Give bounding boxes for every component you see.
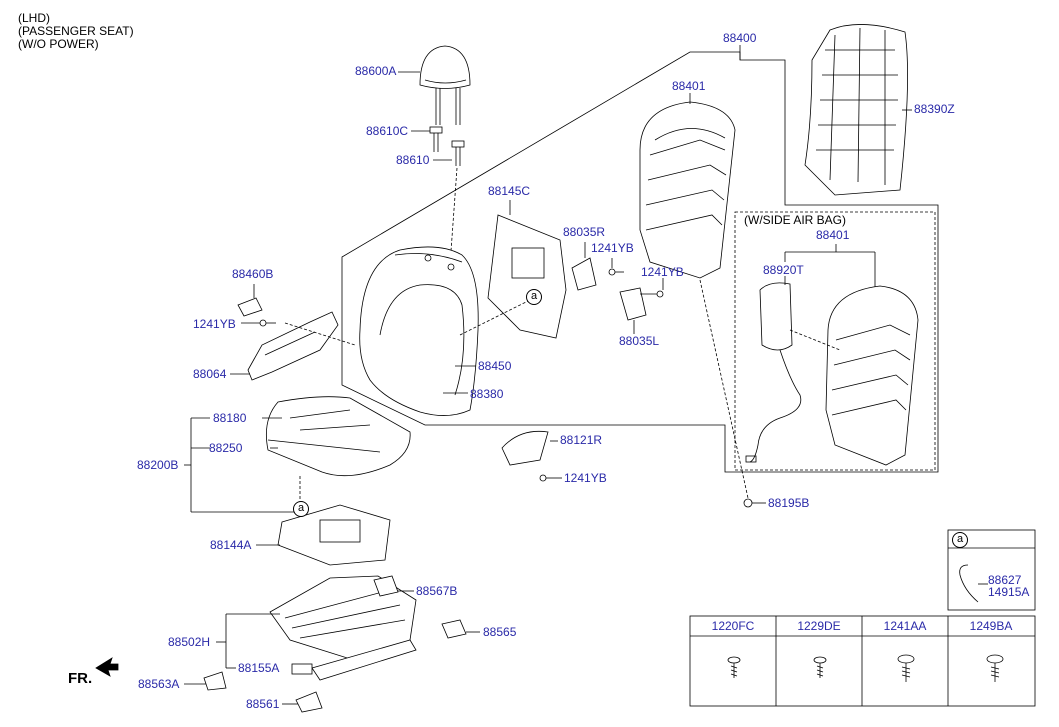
- header-note: (LHD) (PASSENGER SEAT) (W/O POWER): [18, 12, 134, 51]
- header-line-lhd: (LHD): [18, 11, 50, 25]
- ref-marker-a-cushion: a: [293, 501, 309, 517]
- clip-88627: [959, 564, 979, 603]
- label-88380[interactable]: 88380: [470, 387, 504, 401]
- label-88567B[interactable]: 88567B: [416, 584, 458, 598]
- screw-icon-1249BA: [986, 654, 1004, 682]
- bracket-88035R: [571, 257, 597, 291]
- label-88502H[interactable]: 88502H: [168, 635, 211, 649]
- screw-icon-1229DE: [813, 656, 827, 678]
- back-frame-88401: [639, 101, 736, 279]
- label-88145C[interactable]: 88145C: [488, 184, 531, 198]
- label-88155A[interactable]: 88155A: [238, 661, 280, 675]
- label-88450[interactable]: 88450: [478, 359, 512, 373]
- label-88195B[interactable]: 88195B: [768, 496, 810, 510]
- label-88610C[interactable]: 88610C: [366, 124, 409, 138]
- label-88390Z[interactable]: 88390Z: [914, 102, 955, 116]
- label-88563A[interactable]: 88563A: [138, 677, 180, 691]
- table-header-1241AA[interactable]: 1241AA: [883, 619, 927, 633]
- front-direction-label: FR.: [68, 670, 93, 687]
- cover-88565: [441, 619, 467, 639]
- cover-88561: [295, 691, 323, 713]
- label-88610[interactable]: 88610: [396, 153, 430, 167]
- table-header-1249BA[interactable]: 1249BA: [969, 619, 1013, 633]
- header-line-seat: (PASSENGER SEAT): [18, 24, 134, 38]
- headrest-88600A: [419, 45, 471, 125]
- fastener-table: [689, 615, 1036, 707]
- backrest-cover-88380: [359, 246, 479, 416]
- ref-marker-a-back: a: [526, 289, 542, 305]
- ref-a-box: [947, 529, 1036, 611]
- label-88920T[interactable]: 88920T: [763, 263, 804, 277]
- part-88155A: [291, 663, 313, 675]
- side-airbag-title: (W/SIDE AIR BAG): [744, 213, 847, 227]
- cover-88563A: [203, 671, 227, 691]
- back-pad-88145C: [487, 214, 567, 339]
- label-88200B[interactable]: 88200B: [137, 458, 179, 472]
- side-shield-88064: [247, 311, 339, 381]
- label-88121R[interactable]: 88121R: [560, 433, 603, 447]
- seat-cushion-88180: [265, 396, 411, 477]
- ref-marker-a-box: a: [952, 532, 968, 548]
- header-line-power: (W/O POWER): [18, 37, 99, 51]
- label-88180[interactable]: 88180: [213, 411, 247, 425]
- label-88561[interactable]: 88561: [246, 697, 280, 711]
- label-88144A[interactable]: 88144A: [210, 538, 252, 552]
- back-frame-airbag-88401: [825, 285, 919, 466]
- label-1241YB-c[interactable]: 1241YB: [193, 317, 236, 331]
- label-88035R[interactable]: 88035R: [563, 225, 606, 239]
- label-1241YB-a[interactable]: 1241YB: [591, 241, 634, 255]
- airbag-module-88920T: [745, 282, 802, 463]
- side-airbag-box: [734, 211, 936, 471]
- screw-icon-1241AA: [897, 654, 915, 682]
- label-88627[interactable]: 88627: [988, 573, 1022, 587]
- label-88565[interactable]: 88565: [483, 625, 517, 639]
- cover-88460B: [237, 297, 263, 317]
- table-header-1220FC[interactable]: 1220FC: [711, 619, 755, 633]
- label-14915A[interactable]: 14915A: [988, 585, 1030, 599]
- label-88400[interactable]: 88400: [723, 31, 757, 45]
- front-arrow-icon: [95, 657, 119, 677]
- label-1241YB-d[interactable]: 1241YB: [564, 471, 607, 485]
- label-88035L[interactable]: 88035L: [619, 334, 660, 348]
- label-88064[interactable]: 88064: [193, 367, 227, 381]
- headrest-guide-88610C: [429, 126, 443, 152]
- label-1241YB-b[interactable]: 1241YB: [641, 265, 684, 279]
- bolt-1241YB-b: [640, 290, 664, 298]
- screw-1241YB-c: [259, 319, 276, 327]
- bolt-1241YB-a: [608, 268, 624, 276]
- rear-panel-88390Z: [804, 24, 908, 196]
- screw-1241YB-d: [539, 474, 562, 482]
- headrest-guide-88610: [451, 140, 465, 166]
- screw-icon-1220FC: [727, 656, 741, 678]
- label-88401-box[interactable]: 88401: [816, 228, 850, 242]
- seat-track-88502H: [269, 575, 417, 681]
- bolt-88195B: [743, 498, 766, 508]
- cover-88567B: [373, 575, 399, 597]
- cover-88121R: [501, 430, 549, 466]
- bracket-88035L: [619, 287, 647, 321]
- label-88460B[interactable]: 88460B: [232, 267, 274, 281]
- label-88250[interactable]: 88250: [209, 441, 243, 455]
- label-88401-top[interactable]: 88401: [672, 79, 706, 93]
- label-88600A[interactable]: 88600A: [355, 64, 397, 78]
- table-header-1229DE[interactable]: 1229DE: [797, 619, 841, 633]
